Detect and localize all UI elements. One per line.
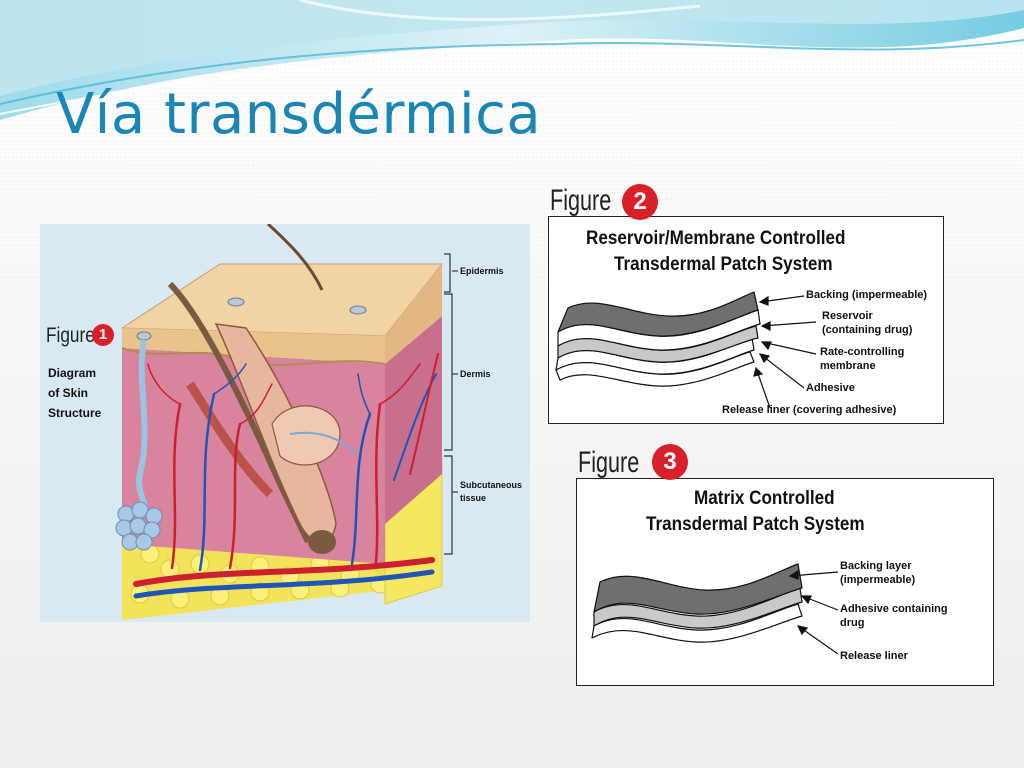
figure-3-word: Figure bbox=[578, 446, 640, 479]
figure-2-reservoir-patch: Figure 2 Reservoir/Membrane Controlled T… bbox=[548, 182, 946, 424]
figure-1-caption-line-3: Structure bbox=[48, 406, 102, 420]
figure-3-matrix-patch: Figure 3 Matrix Controlled Transdermal P… bbox=[576, 442, 996, 686]
skin-structure-illustration bbox=[115, 224, 458, 620]
figure-3-label-backing-line-2: (impermeable) bbox=[840, 574, 916, 586]
figure-1-heading: Figure bbox=[46, 324, 95, 348]
figure-3-title-line-2: Transdermal Patch System bbox=[646, 514, 865, 535]
figure-2-number-badge: 2 bbox=[622, 184, 658, 220]
figure-2-label-backing: Backing (impermeable) bbox=[806, 289, 928, 301]
layer-label-subcutaneous-line-1: Subcutaneous bbox=[460, 480, 523, 490]
figure-2-label-reservoir-line-2: (containing drug) bbox=[822, 324, 913, 336]
figure-2-label-adhesive: Adhesive bbox=[806, 382, 855, 394]
layer-label-epidermis: Epidermis bbox=[460, 266, 504, 276]
figure-3-label-adhesive-line-2: drug bbox=[840, 617, 865, 629]
figure-2-word: Figure bbox=[550, 184, 612, 217]
figure-2-label-release-liner: Release liner (covering adhesive) bbox=[722, 404, 897, 416]
figure-3-label-backing-line-1: Backing layer bbox=[840, 560, 912, 572]
figure-2-title-line-1: Reservoir/Membrane Controlled bbox=[586, 228, 846, 249]
header-wave bbox=[0, 0, 1024, 120]
figure-1-skin-diagram: Figure 1 Diagram of Skin Structure Epide… bbox=[40, 224, 530, 622]
figure-3-number-badge: 3 bbox=[652, 444, 688, 480]
figure-1-caption-line-1: Diagram bbox=[48, 366, 97, 380]
figure-1-word: Figure bbox=[46, 324, 95, 347]
figure-3-title-line-1: Matrix Controlled bbox=[694, 488, 835, 509]
figure-2-patch-layers bbox=[555, 291, 817, 409]
figure-2-heading: Figure bbox=[550, 184, 611, 218]
figure-2-label-membrane-line-1: Rate-controlling bbox=[820, 346, 905, 358]
figure-3-label-adhesive-line-1: Adhesive containing bbox=[840, 603, 948, 615]
figure-2-title-line-2: Transdermal Patch System bbox=[614, 254, 833, 275]
figure-1-number-badge: 1 bbox=[92, 324, 114, 346]
figure-3-label-release-liner: Release liner bbox=[840, 650, 908, 662]
layer-label-dermis: Dermis bbox=[460, 369, 491, 379]
figure-3-heading: Figure bbox=[578, 446, 639, 480]
slide-title: Vía transdérmica bbox=[56, 82, 542, 147]
figure-3-patch-layers bbox=[591, 563, 839, 655]
figure-2-label-membrane-line-2: membrane bbox=[820, 360, 876, 372]
figure-2-label-reservoir-line-1: Reservoir bbox=[822, 310, 873, 322]
layer-label-subcutaneous-line-2: tissue bbox=[460, 493, 487, 503]
figure-1-caption-line-2: of Skin bbox=[48, 386, 89, 400]
